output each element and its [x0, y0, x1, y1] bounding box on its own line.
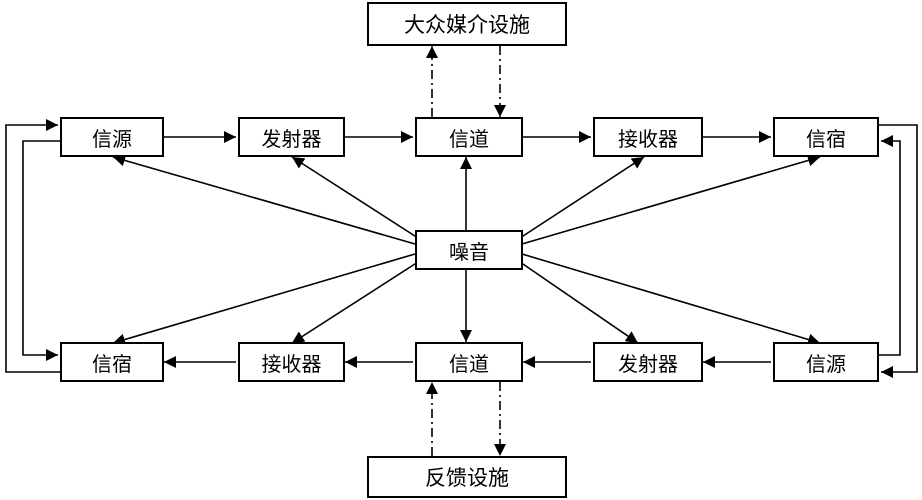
node-top-destination: 信宿 [773, 117, 879, 157]
node-mass-media-facility: 大众媒介设施 [367, 2, 567, 46]
node-feedback-facility: 反馈设施 [367, 456, 567, 498]
edge-noise-to-bottom-transmitter [519, 261, 639, 344]
edge-noise-to-top-receiver [519, 156, 645, 239]
edge-noise-to-bottom-receiver [291, 261, 419, 344]
node-bottom-destination: 信宿 [60, 342, 164, 382]
node-bottom-source: 信源 [773, 342, 879, 382]
edge-top-source-to-bottom-destination [22, 140, 60, 361]
node-noise: 噪音 [415, 230, 523, 270]
node-top-channel: 信道 [415, 117, 523, 157]
node-bottom-transmitter: 发射器 [593, 342, 703, 382]
node-bottom-receiver: 接收器 [238, 342, 345, 382]
edge-bottom-destination-to-top-source [5, 119, 60, 373]
node-top-source: 信源 [60, 117, 164, 157]
edge-noise-to-bottom-destination [112, 253, 416, 346]
edge-noise-to-top-source [112, 154, 416, 245]
edge-noise-to-bottom-source [521, 253, 821, 346]
edge-top-destination-to-bottom-source [879, 124, 918, 378]
node-bottom-channel: 信道 [415, 342, 523, 382]
node-top-receiver: 接收器 [593, 117, 703, 157]
edge-noise-to-top-destination [521, 154, 821, 245]
node-top-transmitter: 发射器 [238, 117, 345, 157]
edge-noise-to-top-transmitter [291, 156, 419, 239]
edge-bottom-source-to-top-destination [879, 135, 901, 356]
